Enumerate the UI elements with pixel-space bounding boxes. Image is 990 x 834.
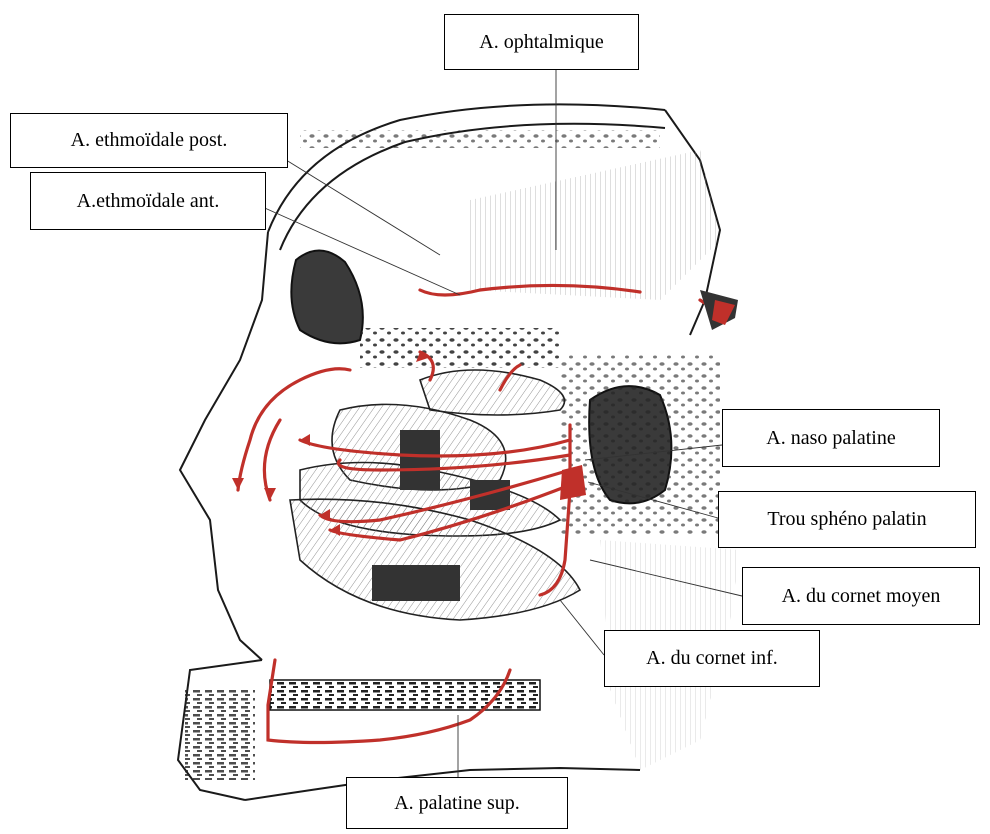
middle-meatus	[400, 430, 440, 490]
cribriform-band	[360, 328, 560, 368]
label-cornet-moyen: A. du cornet moyen	[742, 567, 980, 625]
sphenoid-bone-band	[560, 355, 720, 535]
label-spheno-palatin: Trou sphéno palatin	[718, 491, 976, 548]
premaxilla	[185, 690, 255, 780]
hard-palate	[270, 680, 540, 710]
label-naso-palatine: A. naso palatine	[722, 409, 940, 467]
inferior-meatus	[372, 565, 460, 601]
spheno-palatine-foramen	[560, 465, 586, 500]
label-ethmoidale-post: A. ethmoïdale post.	[10, 113, 288, 168]
frontal-sinus	[291, 250, 363, 343]
label-palatine-sup: A. palatine sup.	[346, 777, 568, 829]
label-ethmoidale-ant: A.ethmoïdale ant.	[30, 172, 266, 230]
anterior-cranial-area	[470, 150, 720, 300]
skull-bone-band	[300, 130, 660, 148]
label-ophtalmique: A. ophtalmique	[444, 14, 639, 70]
label-cornet-inf: A. du cornet inf.	[604, 630, 820, 687]
